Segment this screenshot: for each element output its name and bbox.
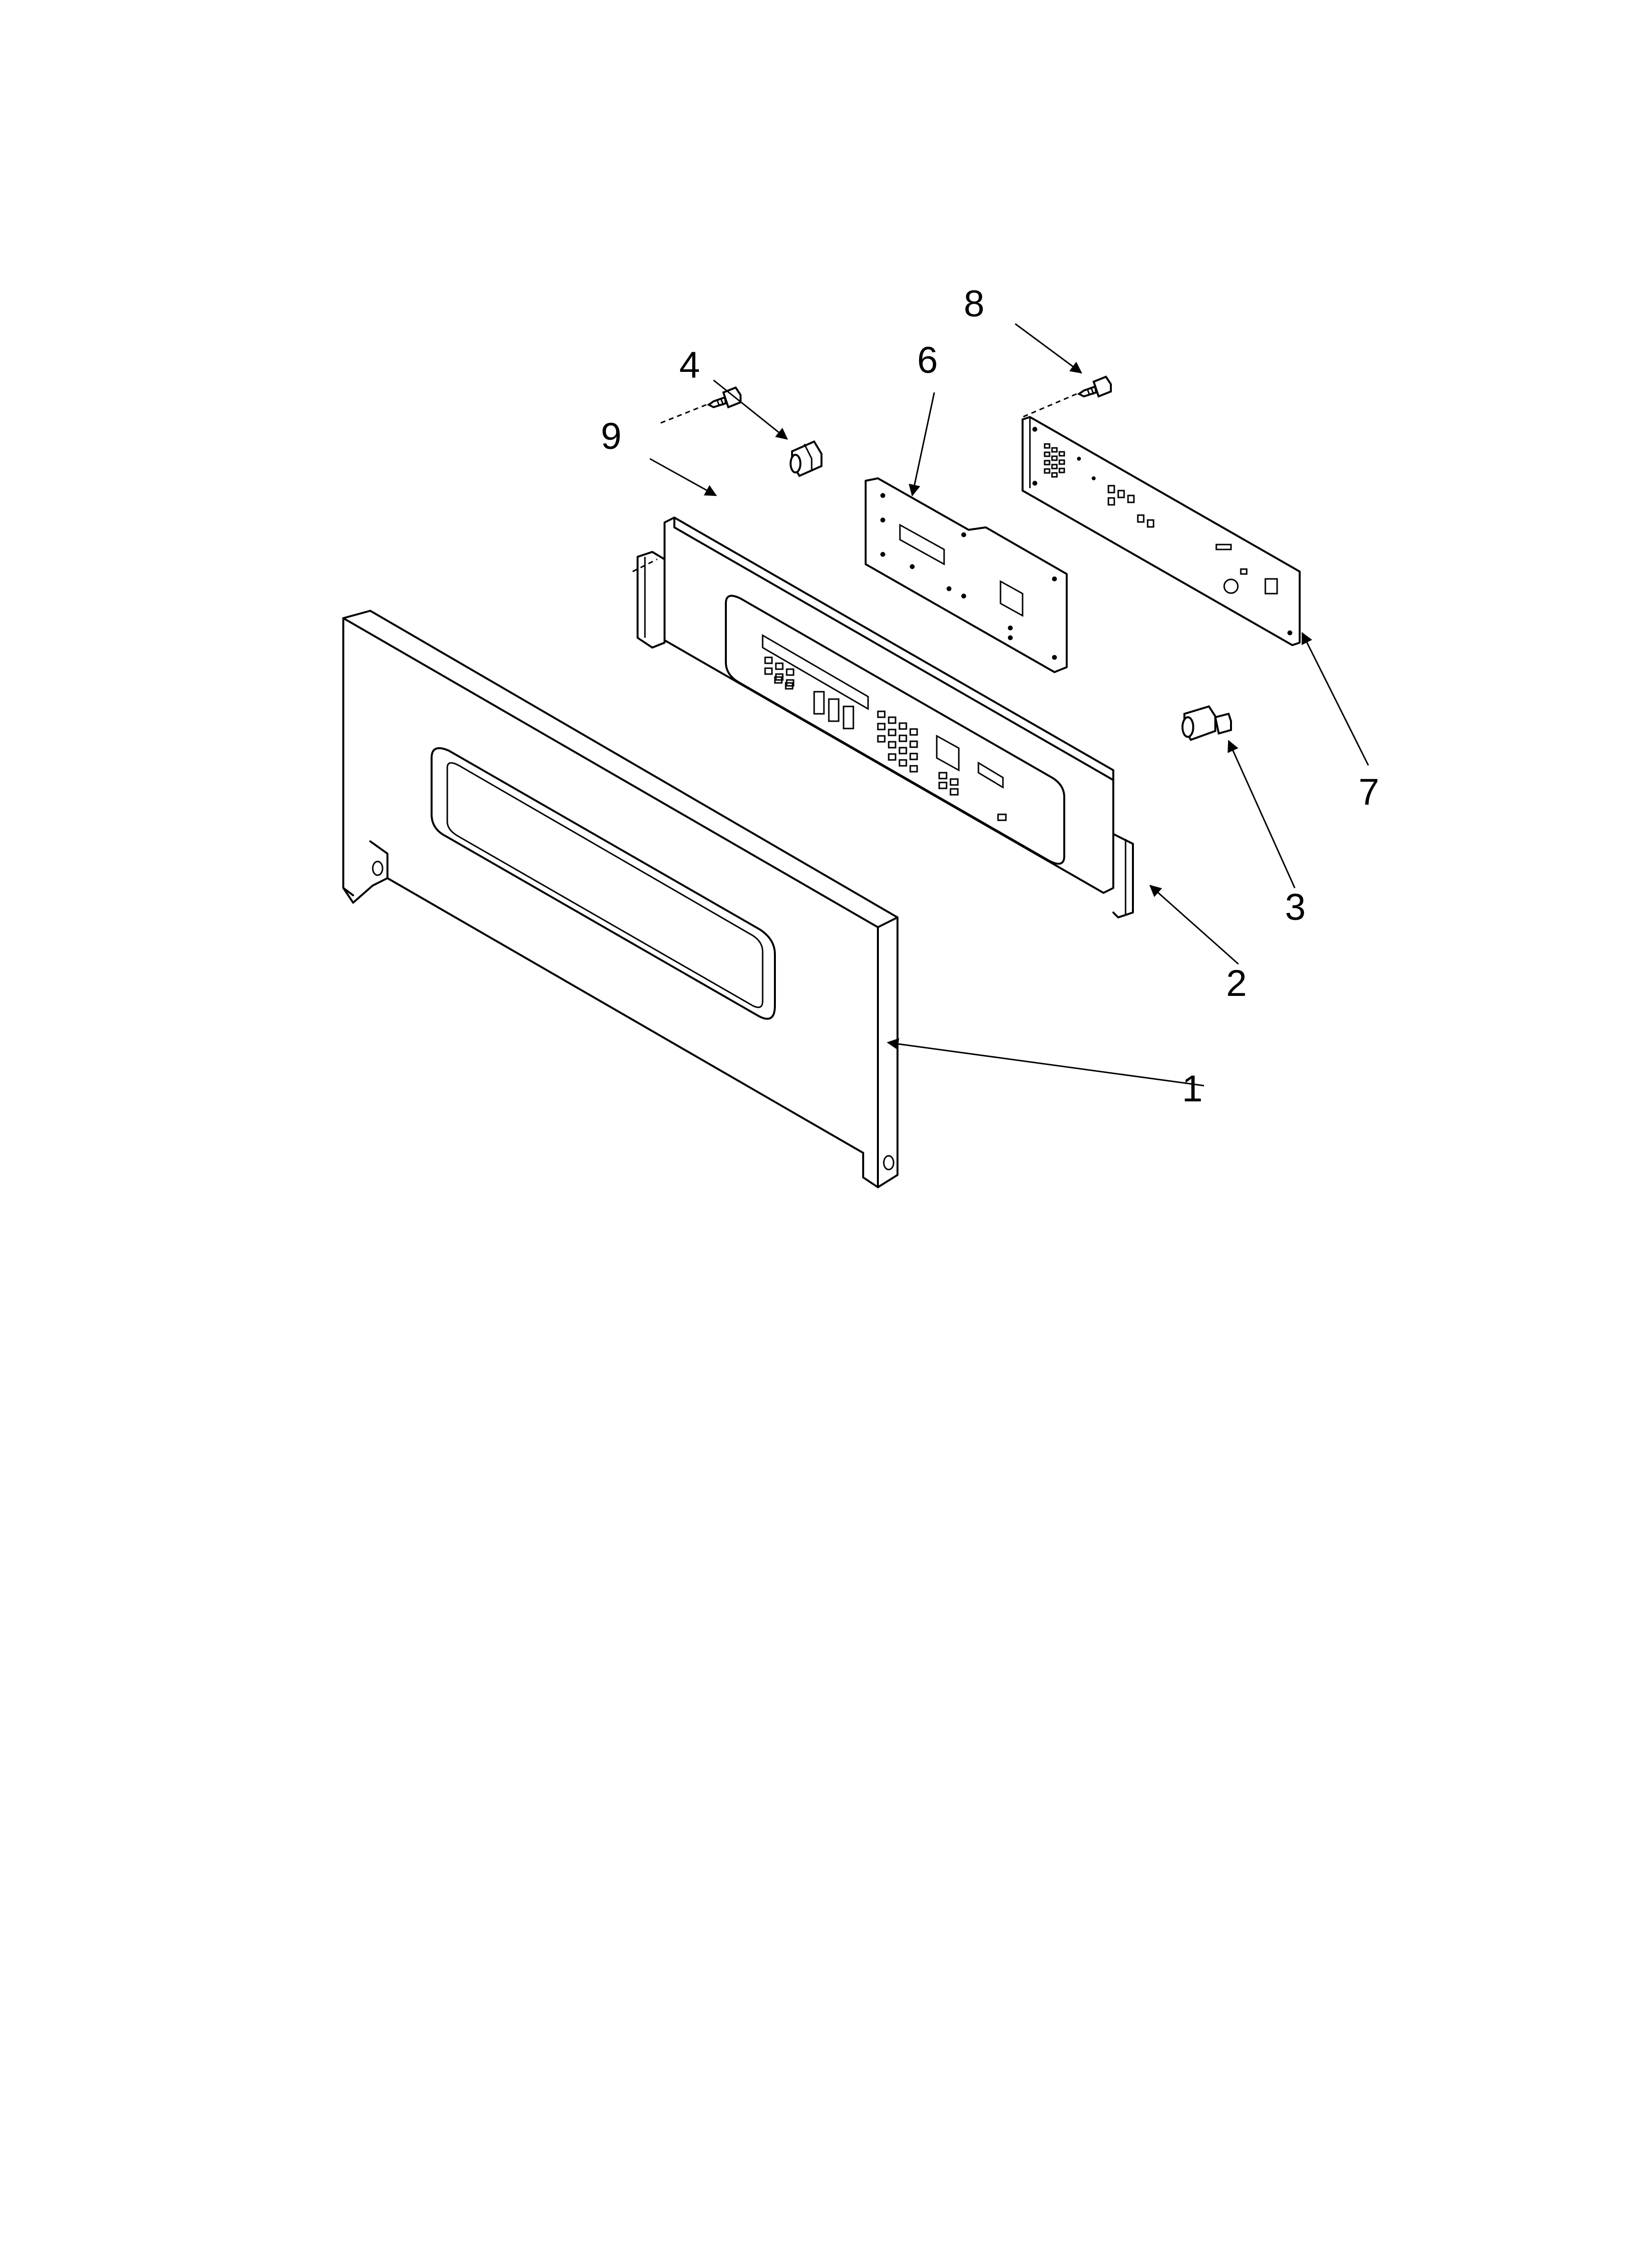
callout-3: 3	[1285, 886, 1306, 928]
callout-2: 2	[1226, 963, 1247, 1004]
callout-7: 7	[1359, 771, 1379, 813]
part-4-spacer	[790, 440, 822, 477]
part-7-control-board	[1022, 416, 1301, 646]
part-6-insulator-overlay	[865, 477, 1068, 673]
callout-4: 4	[679, 344, 700, 386]
part-3-spacer	[1181, 705, 1232, 741]
callout-9: 9	[601, 416, 621, 457]
leader-lines	[649, 323, 1369, 1087]
callout-6: 6	[917, 339, 938, 381]
part-9-screw	[657, 386, 742, 425]
part-8-screw	[1022, 375, 1112, 418]
callout-1: 1	[1182, 1068, 1203, 1110]
part-2-control-faceplate	[637, 517, 1134, 918]
part-1-control-panel-housing	[342, 610, 898, 1188]
callout-8: 8	[964, 283, 984, 325]
